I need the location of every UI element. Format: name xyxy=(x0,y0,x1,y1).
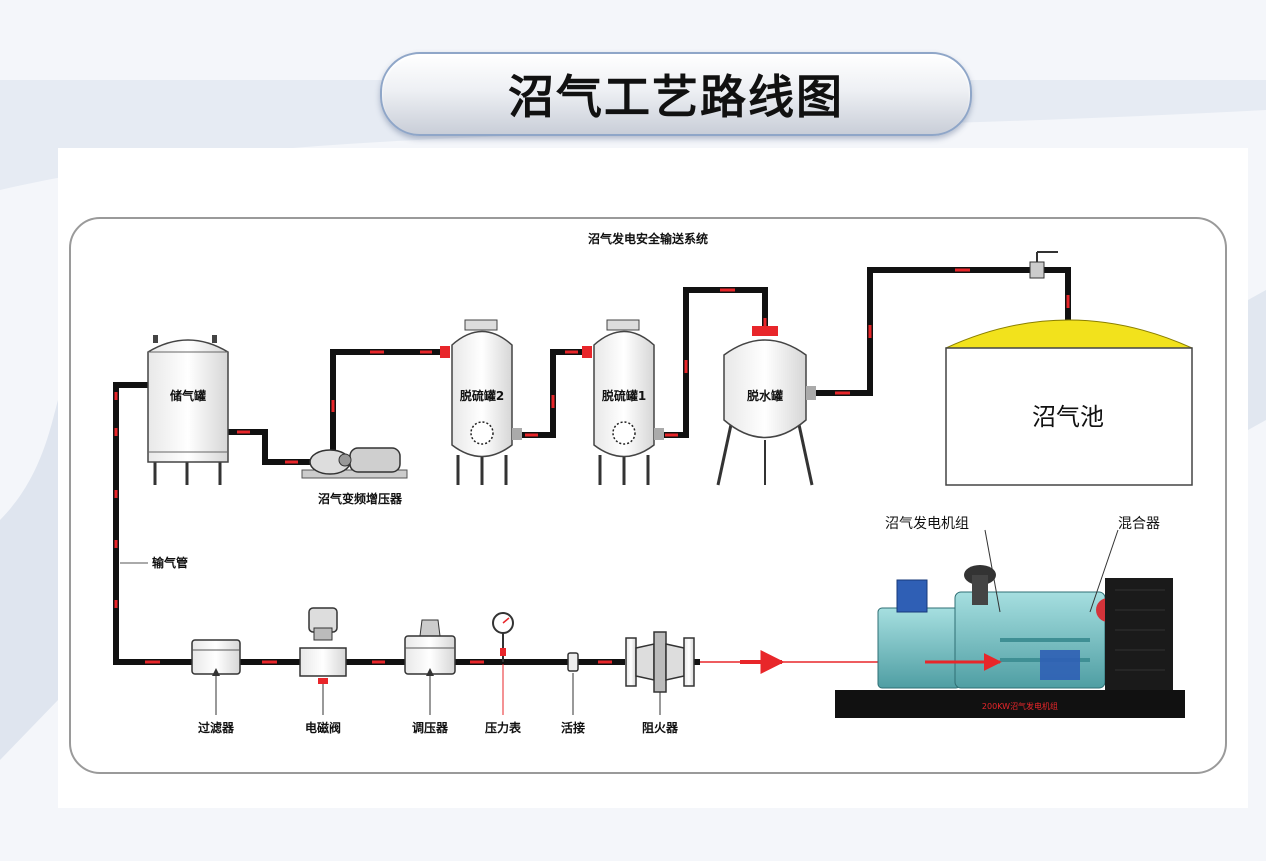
label-filter: 过滤器 xyxy=(198,720,235,735)
label-union: 活接 xyxy=(561,720,585,735)
union-fitting: 活接 xyxy=(561,652,585,735)
ball-valve xyxy=(1029,251,1058,279)
label-arrestor: 阻火器 xyxy=(642,720,679,735)
label-digester: 沼气池 xyxy=(1032,403,1104,431)
label-gauge: 压力表 xyxy=(485,720,522,735)
generator-set: 200KW沼气发电机组 xyxy=(835,565,1185,718)
gas-booster: 沼气变频增压器 xyxy=(301,447,408,506)
genset-plate-text: 200KW沼气发电机组 xyxy=(982,701,1058,711)
pressure-regulator: 调压器 xyxy=(404,619,456,735)
label-mixer: 混合器 xyxy=(1118,516,1160,532)
system-title: 沼气发电安全输送系统 xyxy=(588,231,708,246)
label-desulfur-2: 脱硫罐2 xyxy=(460,388,504,403)
digester: 沼气池 xyxy=(945,319,1193,486)
flame-arrestor: 阻火器 xyxy=(625,631,695,735)
label-storage-tank: 储气罐 xyxy=(170,388,206,403)
label-regulator: 调压器 xyxy=(412,721,449,735)
leader-generator xyxy=(984,529,1001,613)
desulfur-tank-1: 脱硫罐1 xyxy=(582,319,664,485)
label-generator: 沼气发电机组 xyxy=(885,516,969,532)
filter: 过滤器 xyxy=(191,639,241,735)
label-dewater: 脱水罐 xyxy=(747,388,783,403)
system-frame xyxy=(69,217,1227,774)
pressure-gauge: 压力表 xyxy=(485,612,522,735)
solenoid-valve: 电磁阀 xyxy=(299,607,347,735)
leader-mixer xyxy=(1089,529,1119,613)
desulfur-tank-2: 脱硫罐2 xyxy=(440,319,522,485)
label-booster: 沼气变频增压器 xyxy=(318,491,403,506)
title-banner: 沼气工艺路线图 xyxy=(380,52,972,136)
page-title: 沼气工艺路线图 xyxy=(508,70,844,124)
dewater-tank: 脱水罐 xyxy=(716,326,816,486)
label-desulfur-1: 脱硫罐1 xyxy=(602,388,646,403)
pipe-markings xyxy=(114,268,1070,664)
label-gas-pipe: 输气管 xyxy=(152,555,188,570)
label-solenoid: 电磁阀 xyxy=(305,720,341,735)
storage-tank: 储气罐 xyxy=(147,335,229,485)
